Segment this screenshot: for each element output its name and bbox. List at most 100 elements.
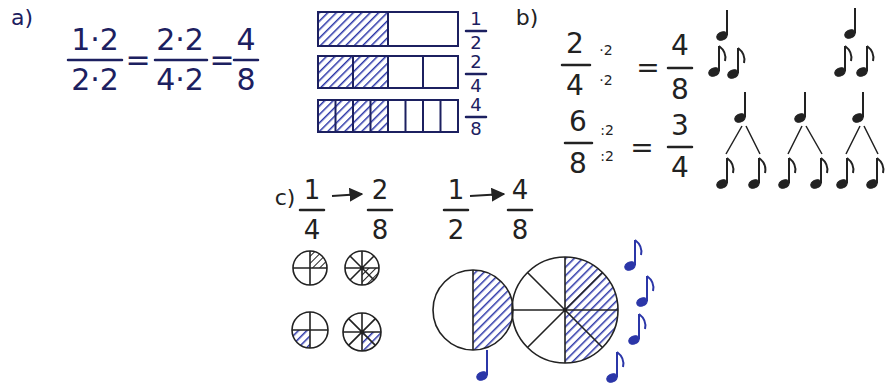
arrow bbox=[470, 194, 504, 196]
pie-circle bbox=[345, 251, 379, 285]
handwritten-label: = bbox=[209, 45, 234, 75]
handwritten-label: 8 bbox=[671, 76, 689, 104]
eighth-note bbox=[715, 158, 733, 190]
fraction-line bbox=[444, 209, 468, 212]
bar-divider bbox=[422, 100, 424, 132]
fraction-line bbox=[300, 209, 324, 212]
bar-divider bbox=[335, 100, 337, 132]
fraction-lines bbox=[300, 209, 532, 212]
eighth-note bbox=[635, 276, 653, 308]
fraction-bar bbox=[318, 100, 458, 132]
handwritten-label: 1 bbox=[448, 177, 465, 203]
handwritten-label: 4 bbox=[304, 217, 321, 243]
eighth-note bbox=[605, 352, 623, 384]
pie-circle bbox=[293, 251, 327, 285]
bar-divider bbox=[440, 100, 442, 132]
bar-divider bbox=[405, 100, 407, 132]
handwritten-label: b) bbox=[516, 7, 539, 29]
fraction-line bbox=[668, 67, 692, 70]
fraction-bar bbox=[318, 12, 458, 46]
handwritten-label: 8 bbox=[372, 217, 389, 243]
eighth-note bbox=[865, 158, 883, 190]
bar-divider bbox=[387, 56, 389, 88]
handwritten-label: 4 bbox=[671, 154, 689, 182]
handwritten-label: 4 bbox=[236, 25, 255, 55]
fraction-line bbox=[562, 64, 590, 67]
split-lines bbox=[726, 126, 878, 154]
music-notes bbox=[475, 240, 653, 384]
quarter-note bbox=[475, 350, 488, 382]
eighth-note bbox=[835, 158, 853, 190]
handwritten-label: :2 bbox=[600, 123, 614, 137]
handwritten-label: ·2 bbox=[599, 43, 612, 57]
handwritten-label: 4 bbox=[566, 72, 584, 100]
handwritten-label: 3 bbox=[671, 112, 689, 140]
handwritten-label: a) bbox=[11, 7, 33, 29]
handwritten-label: :2 bbox=[600, 149, 614, 163]
music-notes bbox=[707, 8, 883, 190]
quarter-note bbox=[733, 92, 746, 124]
fraction-line bbox=[234, 59, 258, 62]
eighth-note bbox=[623, 240, 641, 272]
bar-divider bbox=[422, 56, 424, 88]
fraction-line bbox=[565, 142, 592, 145]
handwritten-label: 2 bbox=[470, 34, 481, 52]
bar-divider bbox=[352, 100, 354, 132]
pie-divider bbox=[512, 257, 618, 363]
handwritten-label: 1 bbox=[304, 177, 321, 203]
handwritten-label: = bbox=[636, 54, 659, 82]
shaded-part bbox=[318, 12, 388, 46]
split-line bbox=[726, 126, 760, 154]
handwritten-label: = bbox=[125, 45, 150, 75]
handwritten-label: 8 bbox=[236, 65, 255, 95]
eighth-note bbox=[627, 314, 645, 346]
pie-circle bbox=[343, 313, 381, 351]
pie-divider bbox=[472, 270, 474, 350]
split-line bbox=[846, 126, 878, 154]
handwritten-label: 6 bbox=[569, 108, 587, 136]
pie-divider bbox=[292, 312, 328, 348]
eighth-note bbox=[707, 46, 725, 78]
pie-divider bbox=[293, 251, 327, 285]
pie-circle bbox=[292, 312, 328, 348]
handwritten-label: = bbox=[630, 134, 653, 162]
quarter-note bbox=[851, 92, 864, 124]
handwritten-label: 8 bbox=[470, 120, 481, 138]
eighth-note bbox=[809, 158, 827, 190]
eighth-note bbox=[855, 46, 873, 78]
shaded-part bbox=[318, 56, 388, 88]
fraction-line bbox=[508, 209, 532, 212]
arrows bbox=[332, 194, 504, 196]
handwritten-label: 2·2 bbox=[71, 65, 119, 95]
bar-divider bbox=[352, 56, 354, 88]
handwritten-label: ·2 bbox=[599, 73, 612, 87]
split-line bbox=[788, 126, 822, 154]
handwritten-label: 4 bbox=[671, 32, 689, 60]
bar-models bbox=[318, 12, 458, 132]
handwritten-label: 2·2 bbox=[156, 25, 204, 55]
fraction-line bbox=[466, 116, 486, 119]
eighth-note bbox=[833, 46, 851, 78]
fraction-lines bbox=[562, 65, 692, 147]
handwritten-label: c) bbox=[275, 187, 296, 209]
quarter-note bbox=[793, 92, 806, 124]
fraction-line bbox=[368, 209, 392, 212]
fraction-line bbox=[466, 73, 486, 76]
handwritten-label: 1·2 bbox=[71, 25, 119, 55]
shaded-part bbox=[318, 100, 388, 132]
handwritten-label: 2 bbox=[372, 177, 389, 203]
handwritten-label: 4 bbox=[470, 96, 481, 114]
bar-divider bbox=[370, 100, 372, 132]
fraction-bar bbox=[318, 56, 458, 88]
bar-divider bbox=[387, 100, 389, 132]
handwritten-label: 2 bbox=[566, 30, 584, 58]
arrow bbox=[332, 194, 362, 196]
handwritten-label: 4 bbox=[470, 77, 481, 95]
fraction-line bbox=[68, 59, 122, 62]
pie-divider bbox=[345, 251, 379, 285]
fraction-line bbox=[155, 59, 207, 62]
handwritten-label: 2 bbox=[448, 217, 465, 243]
eighth-note bbox=[726, 48, 744, 80]
